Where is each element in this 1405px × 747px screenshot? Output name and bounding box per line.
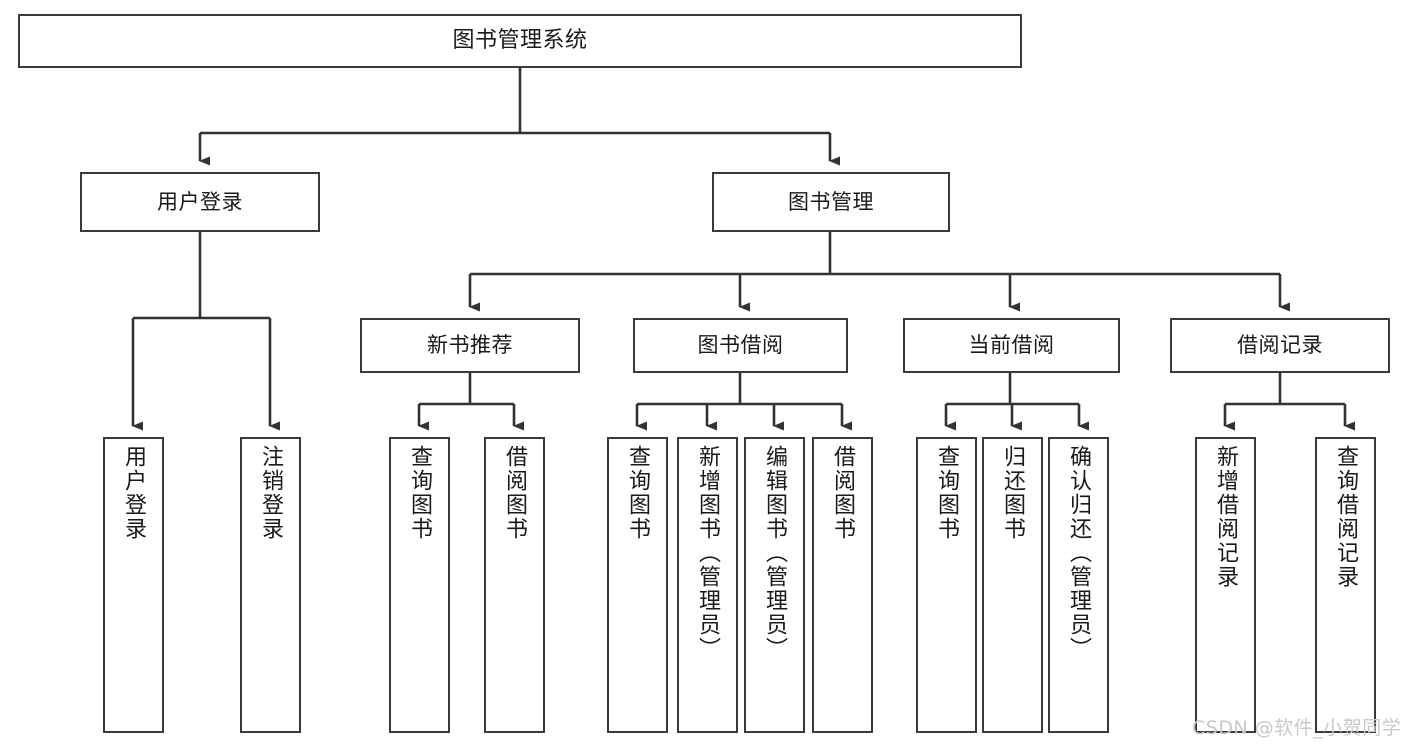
node-label: 查询图书 — [407, 445, 433, 541]
leaf-logout[interactable]: 注销登录 — [240, 437, 301, 733]
node-label: 当前借阅 — [968, 333, 1055, 358]
node-label: 借阅图书 — [830, 445, 856, 541]
leaf-add-borrow-record[interactable]: 新增借阅记录 — [1195, 437, 1256, 733]
leaf-edit-book-admin[interactable]: 编辑图书（管理员） — [744, 437, 805, 733]
leaf-return-book[interactable]: 归还图书 — [982, 437, 1043, 733]
node-label: 借阅记录 — [1237, 333, 1323, 358]
node-label: 查询图书 — [934, 445, 960, 541]
node-label: 图书管理 — [788, 189, 874, 214]
watermark: CSDN @软件_小贺同学 — [1192, 717, 1402, 739]
node-book-management[interactable]: 图书管理 — [712, 172, 950, 232]
node-label: 新增借阅记录 — [1213, 445, 1239, 589]
node-label: 注销登录 — [258, 445, 284, 541]
leaf-query-book-recommend[interactable]: 查询图书 — [389, 437, 450, 733]
node-user-login[interactable]: 用户登录 — [80, 172, 320, 232]
node-current-borrow[interactable]: 当前借阅 — [903, 318, 1120, 373]
leaf-confirm-return-admin[interactable]: 确认归还（管理员） — [1048, 437, 1109, 733]
node-label: 归还图书 — [1000, 445, 1026, 541]
leaf-borrow-book-recommend[interactable]: 借阅图书 — [484, 437, 545, 733]
node-new-book-recommend[interactable]: 新书推荐 — [360, 318, 580, 373]
node-book-borrow[interactable]: 图书借阅 — [633, 318, 848, 373]
leaf-query-book-borrow[interactable]: 查询图书 — [607, 437, 668, 733]
node-label: 借阅图书 — [502, 445, 528, 541]
leaf-query-borrow-record[interactable]: 查询借阅记录 — [1315, 437, 1376, 733]
node-label: 查询借阅记录 — [1333, 445, 1359, 589]
leaf-borrow-book[interactable]: 借阅图书 — [812, 437, 873, 733]
leaf-user-login[interactable]: 用户登录 — [103, 437, 164, 733]
leaf-add-book-admin[interactable]: 新增图书（管理员） — [677, 437, 738, 733]
node-borrow-record[interactable]: 借阅记录 — [1170, 318, 1390, 373]
node-label: 图书借阅 — [697, 333, 784, 358]
node-label: 用户登录 — [121, 445, 147, 541]
node-label: 编辑图书（管理员） — [762, 445, 788, 661]
node-label: 用户登录 — [157, 189, 243, 214]
node-label: 查询图书 — [625, 445, 651, 541]
node-label: 新增图书（管理员） — [695, 445, 721, 661]
leaf-query-book-current[interactable]: 查询图书 — [916, 437, 977, 733]
node-label: 新书推荐 — [427, 333, 513, 358]
node-label: 图书管理系统 — [452, 28, 588, 54]
node-label: 确认归还（管理员） — [1066, 445, 1092, 661]
node-root-system[interactable]: 图书管理系统 — [18, 14, 1022, 68]
